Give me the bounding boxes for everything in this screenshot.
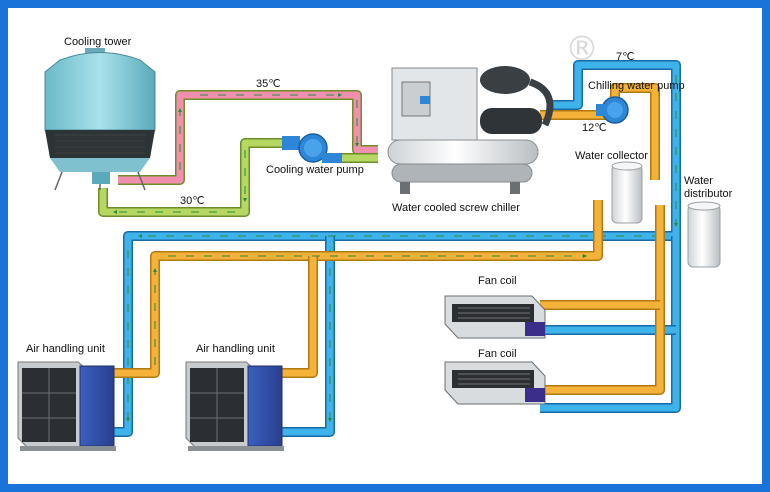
air-handling-unit-icon: [17, 361, 116, 451]
chilled-water-pipe: [95, 60, 681, 437]
air-handling-unit-label-1: Air handling unit: [26, 343, 105, 355]
temp-12-label: 12℃: [582, 122, 607, 134]
fan-coil-label-1: Fan coil: [478, 275, 517, 287]
water-distributor-icon: [687, 201, 721, 268]
temp-35-label: 35℃: [256, 78, 281, 90]
chilling-water-pump-label: Chilling water pump: [588, 80, 685, 92]
fan-coil-icon: [444, 295, 546, 339]
cooling-water-pump-label: Cooling water pump: [266, 164, 364, 176]
temp-7-label: 7℃: [616, 51, 635, 63]
cooling-tower-label: Cooling tower: [64, 36, 132, 48]
water-distributor-label-1: Water: [684, 175, 713, 187]
air-handling-unit-icon: [185, 361, 284, 451]
chiller-icon: [387, 66, 554, 194]
fan-coil-label-2: Fan coil: [478, 348, 517, 360]
water-collector-label: Water collector: [575, 150, 648, 162]
water-collector-icon: [611, 161, 643, 224]
water-distributor-label-2: distributor: [684, 188, 733, 200]
fan-coil-icon: [444, 361, 546, 405]
hot-water-pipe: [118, 90, 378, 185]
chiller-label: Water cooled screw chiller: [392, 202, 520, 214]
temp-30-label: 30℃: [180, 195, 205, 207]
chilling-pump-icon: [596, 96, 629, 124]
cooling-pump-icon: [282, 133, 342, 163]
return-water-pipe: [95, 83, 665, 395]
cooling-tower-icon: [44, 48, 156, 191]
cooling-water-pipe: [98, 138, 378, 217]
air-handling-unit-label-2: Air handling unit: [196, 343, 275, 355]
